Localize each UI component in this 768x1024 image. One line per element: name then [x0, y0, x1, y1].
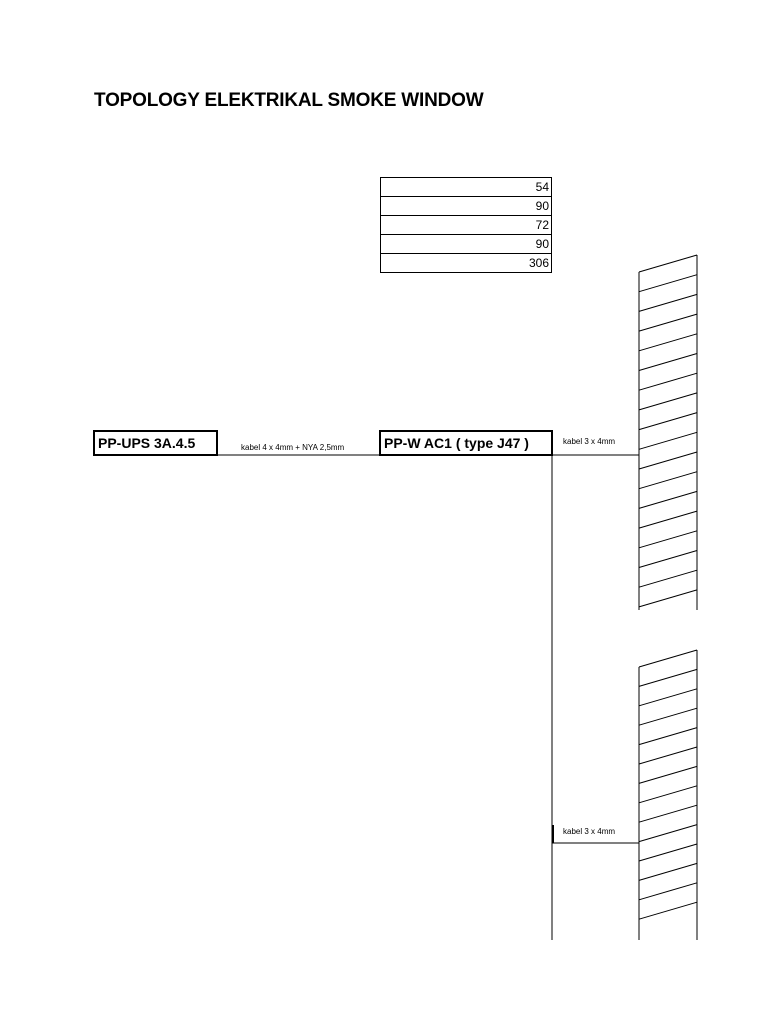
hatch-line	[638, 765, 698, 784]
hatch-line	[638, 274, 698, 293]
hatch-line	[638, 882, 698, 901]
hatch-line	[638, 589, 698, 608]
diagram-title: TOPOLOGY ELEKTRIKAL SMOKE WINDOW	[94, 90, 484, 111]
hatch-line	[638, 707, 698, 726]
hatch-line	[638, 333, 698, 352]
hatch-line	[638, 901, 698, 920]
window-hatch	[638, 649, 698, 920]
window-hatch	[638, 254, 698, 608]
hatch-line	[638, 668, 698, 687]
hatch-line	[638, 254, 698, 273]
smoke-window-group-2	[638, 649, 698, 940]
hatch-line	[638, 785, 698, 804]
hatch-line	[638, 431, 698, 450]
branch-cable-label-1: kabel 3 x 4mm	[563, 437, 616, 446]
hatch-line	[638, 451, 698, 470]
smoke-window-group-1	[638, 254, 698, 610]
hatch-line	[638, 862, 698, 881]
values-table: 54 90 72 90 306	[380, 177, 552, 273]
hatch-line	[638, 313, 698, 332]
hatch-line	[638, 353, 698, 371]
hatch-line	[638, 804, 698, 823]
hatch-line	[638, 746, 698, 765]
hatch-line	[638, 293, 698, 312]
hatch-line	[638, 392, 698, 411]
hatch-line	[638, 569, 698, 588]
source-panel-box: PP-UPS 3A.4.5	[93, 430, 218, 456]
hatch-line	[638, 530, 698, 549]
branch-cable-label-2: kabel 3 x 4mm	[563, 827, 616, 836]
hatch-line	[638, 824, 698, 843]
hatch-line	[638, 688, 698, 707]
hatch-line	[638, 510, 698, 529]
distribution-panel-box: PP-W AC1 ( type J47 )	[379, 430, 553, 456]
feeder-cable-label: kabel 4 x 4mm + NYA 2,5mm	[241, 443, 345, 452]
hatch-line	[638, 843, 698, 862]
table-cell: 306	[380, 253, 552, 273]
hatch-line	[638, 490, 698, 509]
table-row: 306	[380, 253, 552, 273]
hatch-line	[638, 372, 698, 391]
hatch-line	[638, 471, 698, 490]
hatch-line	[638, 727, 698, 746]
hatch-line	[638, 412, 698, 431]
hatch-line	[638, 649, 698, 668]
hatch-line	[638, 550, 698, 568]
